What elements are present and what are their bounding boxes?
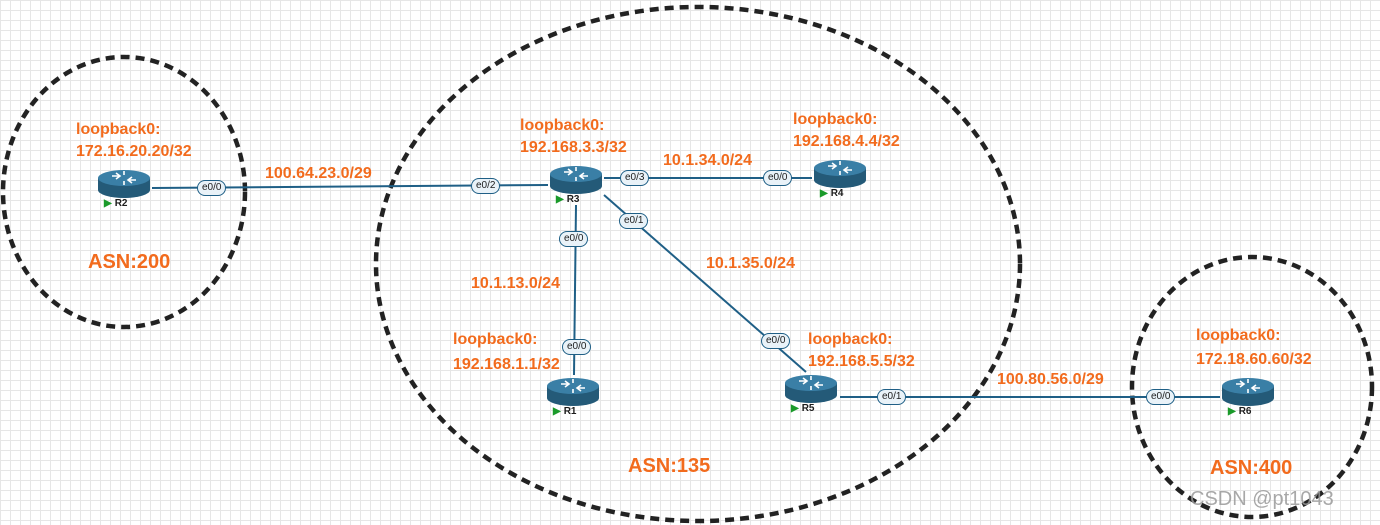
subnet-r3-r5: 10.1.35.0/24 [706, 255, 795, 272]
r4-loopback-label: loopback0: [793, 111, 878, 128]
router-icon [98, 170, 150, 198]
router-label: ▶R4 [820, 188, 844, 199]
r3-loopback-ip: 192.168.3.3/32 [520, 139, 627, 156]
port-r3-e0-0[interactable]: e0/0 [559, 231, 589, 247]
zone-asn200-boundary [0, 54, 248, 330]
r3-loopback-label: loopback0: [520, 117, 605, 134]
router-r6[interactable]: ▶R6 [1220, 376, 1276, 424]
zone-asn400-label: ASN:400 [1210, 457, 1293, 479]
r5-loopback-ip: 192.168.5.5/32 [808, 353, 915, 370]
port-r1-e0-0[interactable]: e0/0 [562, 339, 592, 355]
router-icon [814, 160, 866, 188]
zone-asn135-boundary [373, 4, 1023, 524]
play-icon: ▶ [556, 194, 564, 205]
r1-loopback-ip: 192.168.1.1/32 [453, 356, 560, 373]
play-icon: ▶ [791, 403, 799, 414]
r4-loopback-ip: 192.168.4.4/32 [793, 133, 900, 150]
watermark: CSDN @pt1043 [1190, 488, 1334, 510]
play-icon: ▶ [104, 198, 112, 209]
router-name: R6 [1238, 406, 1252, 417]
router-name: R1 [563, 406, 577, 417]
zone-asn400-boundary [1129, 254, 1375, 520]
subnet-r3-r1: 10.1.13.0/24 [471, 275, 560, 292]
router-icon [785, 375, 837, 403]
port-r3-e0-3[interactable]: e0/3 [620, 170, 650, 186]
router-r1[interactable]: ▶R1 [545, 376, 601, 424]
r5-loopback-label: loopback0: [808, 331, 893, 348]
port-r6-e0-0[interactable]: e0/0 [1146, 389, 1176, 405]
port-r5-e0-1[interactable]: e0/1 [877, 389, 907, 405]
router-label: ▶R1 [553, 406, 577, 417]
router-icon [547, 378, 599, 406]
router-name: R3 [566, 194, 580, 205]
router-name: R2 [114, 198, 128, 209]
router-r5[interactable]: ▶R5 [783, 373, 839, 421]
r6-loopback-ip: 172.18.60.60/32 [1196, 351, 1312, 368]
play-icon: ▶ [820, 188, 828, 199]
router-label: ▶R6 [1228, 406, 1252, 417]
r2-loopback-ip: 172.16.20.20/32 [76, 143, 192, 160]
subnet-r2-r3: 100.64.23.0/29 [265, 165, 372, 182]
subnet-r3-r4: 10.1.34.0/24 [663, 152, 752, 169]
router-r2[interactable]: ▶R2 [96, 168, 152, 216]
r2-loopback-label: loopback0: [76, 121, 161, 138]
router-name: R5 [801, 403, 815, 414]
port-r2-e0-0[interactable]: e0/0 [197, 180, 227, 196]
zone-asn200-label: ASN:200 [88, 251, 171, 273]
play-icon: ▶ [553, 406, 561, 417]
port-r3-e0-1[interactable]: e0/1 [619, 213, 649, 229]
router-r4[interactable]: ▶R4 [812, 158, 868, 206]
port-r5-e0-0[interactable]: e0/0 [761, 333, 791, 349]
router-label: ▶R2 [104, 198, 128, 209]
router-icon [1222, 378, 1274, 406]
port-r4-e0-0[interactable]: e0/0 [763, 170, 793, 186]
zone-asn135-label: ASN:135 [628, 455, 711, 477]
router-label: ▶R3 [556, 194, 580, 205]
router-name: R4 [830, 188, 844, 199]
r6-loopback-label: loopback0: [1196, 327, 1281, 344]
r1-loopback-label: loopback0: [453, 331, 538, 348]
port-r3-e0-2[interactable]: e0/2 [471, 178, 501, 194]
play-icon: ▶ [1228, 406, 1236, 417]
router-icon [550, 166, 602, 194]
router-label: ▶R5 [791, 403, 815, 414]
subnet-r5-r6: 100.80.56.0/29 [997, 371, 1104, 388]
router-r3[interactable]: ▶R3 [548, 164, 604, 212]
